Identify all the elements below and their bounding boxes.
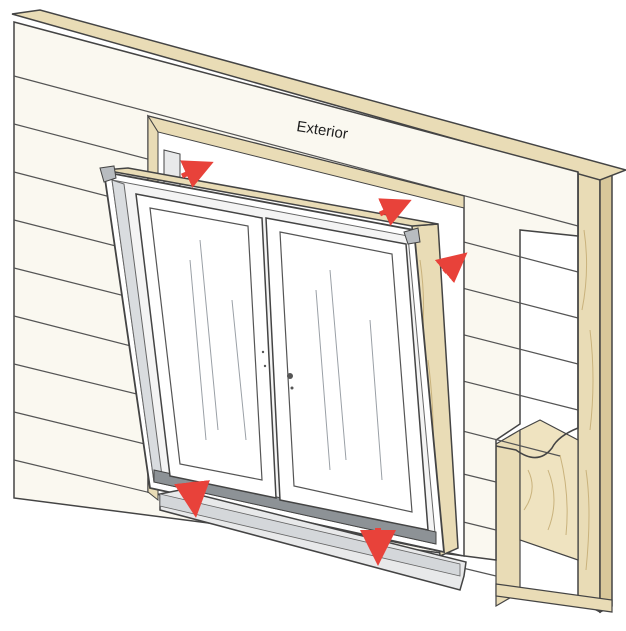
patio-door-unit — [99, 165, 459, 558]
wall-framing — [11, 9, 626, 614]
direction-arrows — [174, 160, 468, 566]
